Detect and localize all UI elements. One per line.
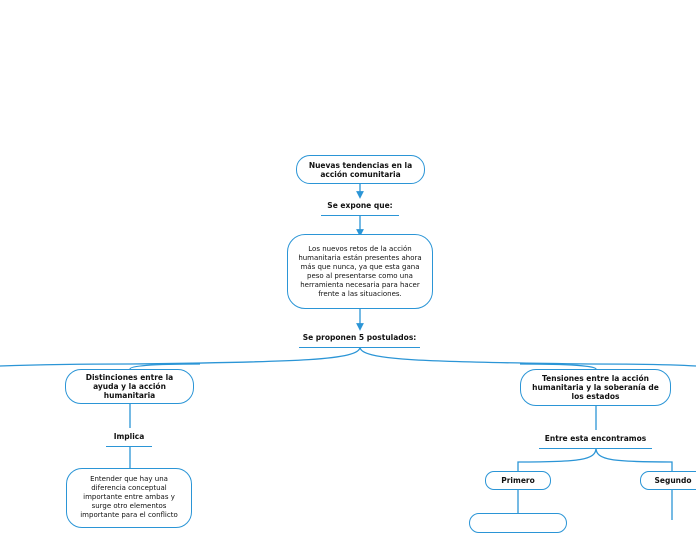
node-segundo-text: Segundo (654, 476, 692, 485)
node-distinciones-text: Distinciones entre la ayuda y la acción … (85, 373, 174, 400)
label-se-expone-text: Se expone que: (327, 201, 393, 210)
label-implica-text: Implica (113, 432, 145, 441)
connector-lines (0, 184, 696, 520)
node-root[interactable]: Nuevas tendencias en la acción comunitar… (296, 155, 425, 184)
node-nuevos-retos[interactable]: Los nuevos retos de la acción humanitari… (287, 234, 433, 309)
node-distinciones[interactable]: Distinciones entre la ayuda y la acción … (65, 369, 194, 404)
node-tensiones-text: Tensiones entre la acción humanitaria y … (532, 374, 659, 401)
label-implica[interactable]: Implica (106, 432, 152, 447)
node-segundo[interactable]: Segundo (640, 471, 696, 490)
link-to-tensiones (519, 363, 597, 370)
node-primero-child[interactable] (469, 513, 567, 533)
link-encontramos-primero (517, 447, 597, 471)
node-entender[interactable]: Entender que hay una diferencia conceptu… (66, 468, 192, 528)
link-postulados-branches-right (359, 346, 696, 367)
node-nuevos-retos-text: Los nuevos retos de la acción humanitari… (298, 244, 422, 298)
label-postulados[interactable]: Se proponen 5 postulados: (299, 333, 420, 348)
node-root-text: Nuevas tendencias en la acción comunitar… (308, 160, 413, 179)
node-primero-text: Primero (501, 476, 535, 485)
node-entender-text: Entender que hay una diferencia conceptu… (80, 475, 178, 519)
label-entre-esta[interactable]: Entre esta encontramos (539, 434, 652, 449)
label-postulados-text: Se proponen 5 postulados: (302, 333, 417, 342)
label-se-expone[interactable]: Se expone que: (321, 201, 399, 216)
node-primero[interactable]: Primero (485, 471, 551, 490)
label-entre-esta-text: Entre esta encontramos (544, 434, 647, 443)
link-to-distinciones (129, 363, 201, 370)
node-tensiones[interactable]: Tensiones entre la acción humanitaria y … (520, 369, 671, 406)
link-encontramos-segundo (595, 447, 673, 471)
link-postulados-branches-left (0, 346, 361, 367)
